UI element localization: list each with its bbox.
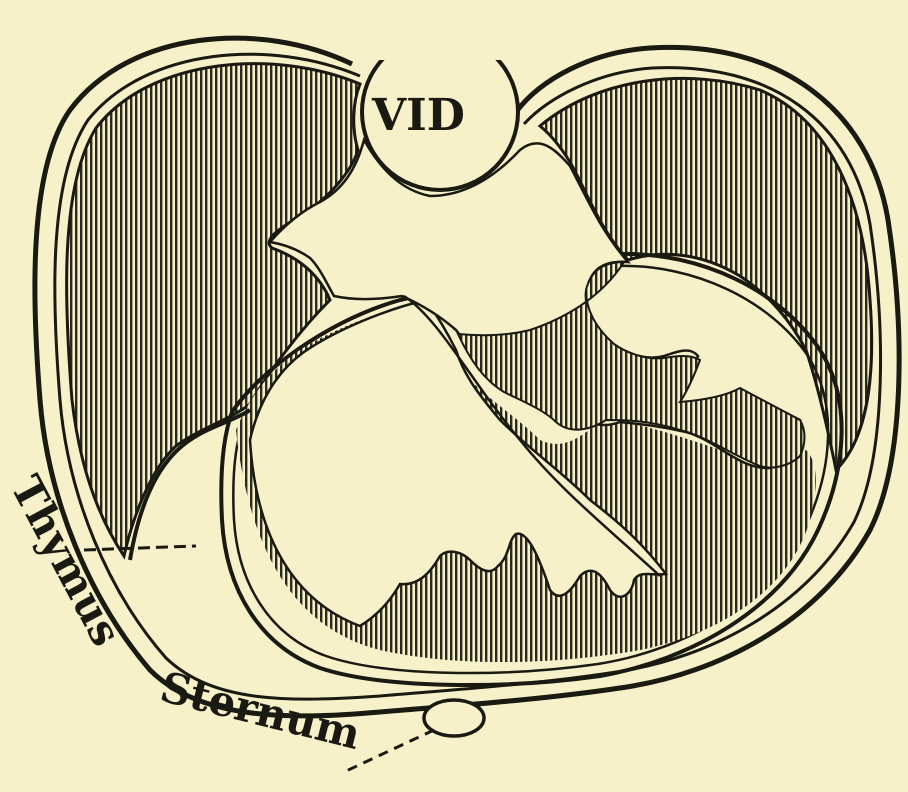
vertebra-top-mask xyxy=(350,20,530,60)
vertebra-label: VID xyxy=(371,90,465,141)
thymus-pointer-dashed xyxy=(84,546,196,550)
sternum-label: Sternum xyxy=(156,662,366,759)
